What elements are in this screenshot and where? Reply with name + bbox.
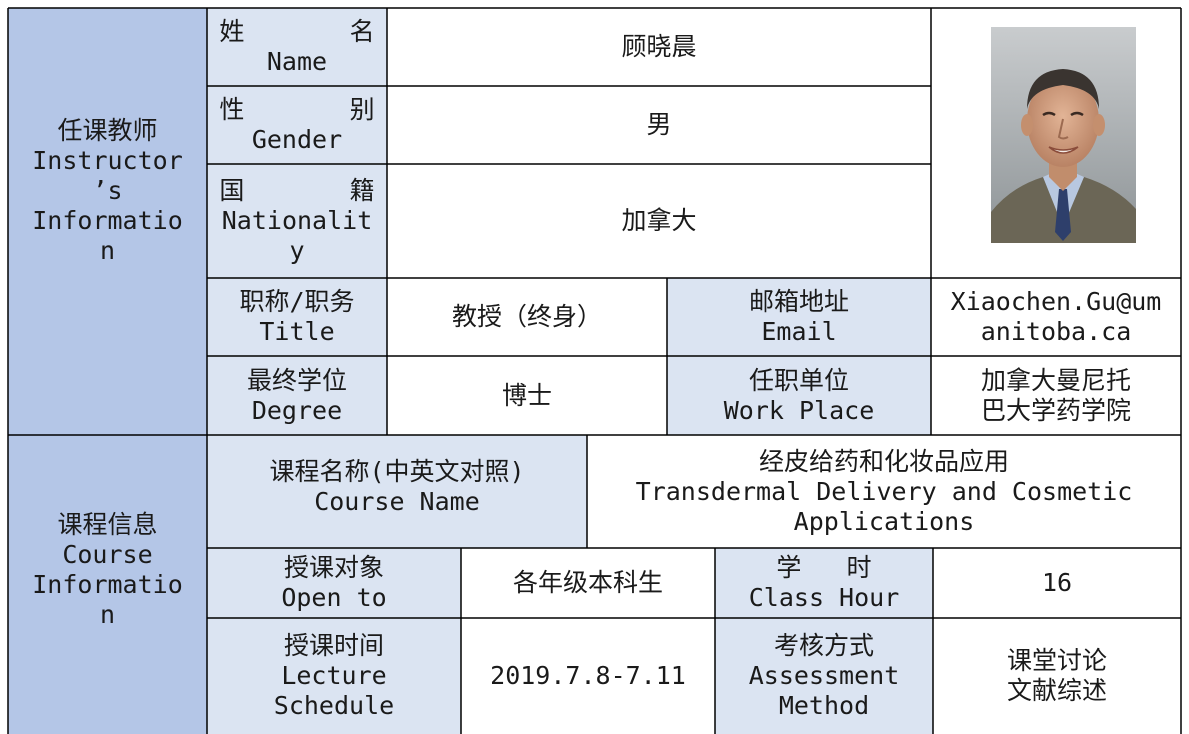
section-label-line: n xyxy=(99,599,116,629)
gender-label: 性 别 Gender xyxy=(207,86,387,164)
nationality-value: 加拿大 xyxy=(387,164,931,278)
label-line: Class Hour xyxy=(748,583,900,612)
value-text: 各年级本科生 xyxy=(512,568,663,597)
instructor-photo xyxy=(991,27,1136,243)
label-line: 任职单位 xyxy=(748,365,849,395)
label-line: Nationalit xyxy=(221,206,373,235)
label-line: 职称/职务 xyxy=(239,287,355,316)
name-value: 顾晓晨 xyxy=(387,8,931,86)
label-line: Course Name xyxy=(314,486,480,516)
degree-value: 博士 xyxy=(387,356,667,435)
schedule-value: 2019.7.8-7.11 xyxy=(461,618,715,734)
label-line: 授课对象 xyxy=(283,553,384,582)
label-line: Name xyxy=(266,47,328,76)
value-line: 文献综述 xyxy=(1006,676,1107,705)
label-line: Email xyxy=(761,317,837,346)
course-name-value: 经皮给药和化妆品应用 Transdermal Delivery and Cosm… xyxy=(587,435,1181,548)
label-line: 姓 名 xyxy=(219,17,375,46)
value-text: 2019.7.8-7.11 xyxy=(490,661,686,690)
section-label-line: Course xyxy=(62,539,153,569)
label-line: Schedule xyxy=(273,691,395,720)
assessment-label: 考核方式 Assessment Method xyxy=(715,618,933,734)
email-label: 邮箱地址 Email xyxy=(667,278,931,356)
value-text: 顾晓晨 xyxy=(621,32,697,61)
email-value: Xiaochen.Gu@um anitoba.ca xyxy=(931,278,1181,356)
value-line: Applications xyxy=(793,506,975,536)
label-line: Open to xyxy=(281,583,387,612)
value-line: Xiaochen.Gu@um xyxy=(950,287,1162,316)
label-line: 考核方式 xyxy=(773,631,874,660)
section-label-line: Instructor xyxy=(32,145,183,175)
value-text: 博士 xyxy=(501,380,552,410)
workplace-value: 加拿大曼尼托 巴大学药学院 xyxy=(931,356,1181,435)
label-line: 课程名称(中英文对照) xyxy=(269,456,525,486)
label-line: Degree xyxy=(251,395,343,425)
workplace-label: 任职单位 Work Place xyxy=(667,356,931,435)
section-label-line: ’s xyxy=(92,175,123,205)
label-line: Work Place xyxy=(723,395,875,425)
gender-value: 男 xyxy=(387,86,931,164)
value-line: 经皮给药和化妆品应用 xyxy=(758,446,1009,476)
class-hour-value: 16 xyxy=(933,548,1181,618)
label-line: Title xyxy=(259,317,335,346)
value-text: 16 xyxy=(1041,568,1073,597)
label-line: y xyxy=(289,236,305,265)
schedule-label: 授课时间 Lecture Schedule xyxy=(207,618,461,734)
value-line: anitoba.ca xyxy=(980,317,1132,346)
value-line: 课堂讨论 xyxy=(1006,646,1107,675)
label-line: 邮箱地址 xyxy=(748,287,849,316)
section-label-line: 课程信息 xyxy=(57,509,158,539)
degree-label: 最终学位 Degree xyxy=(207,356,387,435)
course-name-label: 课程名称(中英文对照) Course Name xyxy=(207,435,587,548)
nationality-label: 国 籍 Nationalit y xyxy=(207,164,387,278)
value-text: 教授（终身） xyxy=(451,302,602,331)
label-line: 最终学位 xyxy=(246,365,347,395)
value-line: 巴大学药学院 xyxy=(980,395,1131,425)
label-line: Gender xyxy=(251,125,343,154)
open-to-label: 授课对象 Open to xyxy=(207,548,461,618)
class-hour-label: 学 时 Class Hour xyxy=(715,548,933,618)
value-line: Transdermal Delivery and Cosmetic xyxy=(635,476,1133,506)
label-line: Method xyxy=(778,691,870,720)
label-line: 学 时 xyxy=(776,553,872,582)
title-value: 教授（终身） xyxy=(387,278,667,356)
assessment-value: 课堂讨论 文献综述 xyxy=(933,618,1181,734)
section-label-line: Informatio xyxy=(32,205,183,235)
label-line: 性 别 xyxy=(219,95,375,124)
name-label: 姓 名 Name xyxy=(207,8,387,86)
value-line: 加拿大曼尼托 xyxy=(980,365,1131,395)
value-text: 加拿大 xyxy=(621,206,697,235)
section-label-line: 任课教师 xyxy=(57,115,158,145)
label-line: 国 籍 xyxy=(219,176,375,205)
section-label-line: n xyxy=(99,235,116,265)
section-label-line: Informatio xyxy=(32,569,183,599)
course-section-label: 课程信息 Course Informatio n xyxy=(8,435,207,734)
label-line: Lecture xyxy=(281,661,387,690)
title-label: 职称/职务 Title xyxy=(207,278,387,356)
instructor-section-label: 任课教师 Instructor ’s Informatio n xyxy=(8,8,207,435)
open-to-value: 各年级本科生 xyxy=(461,548,715,618)
label-line: Assessment xyxy=(748,661,900,690)
value-text: 男 xyxy=(646,110,672,139)
label-line: 授课时间 xyxy=(283,631,384,660)
